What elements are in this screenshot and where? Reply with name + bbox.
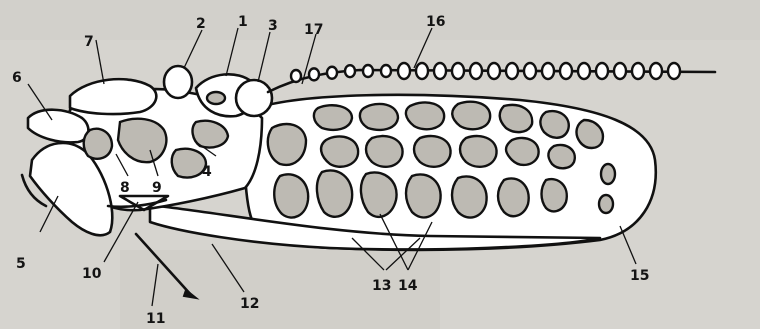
label-7: 7 (84, 34, 94, 50)
bead (452, 63, 464, 79)
label-2: 2 (196, 16, 206, 32)
bead (363, 65, 373, 77)
bead (398, 63, 410, 79)
bead (614, 63, 626, 79)
bead (381, 65, 391, 77)
label-10: 10 (82, 266, 102, 282)
label-6: 6 (12, 70, 22, 86)
label-13: 13 (372, 278, 391, 294)
bead (488, 63, 500, 79)
label-1: 1 (238, 14, 248, 30)
bead (560, 63, 572, 79)
bead (309, 68, 319, 80)
bead (668, 63, 680, 79)
bead (578, 63, 590, 79)
label-11: 11 (146, 311, 165, 327)
bead (650, 63, 662, 79)
bead (506, 63, 518, 79)
bead (416, 63, 428, 79)
label-3: 3 (268, 18, 278, 34)
label-17: 17 (304, 22, 323, 38)
bead (632, 63, 644, 79)
bead (596, 63, 608, 79)
label-9: 9 (152, 180, 162, 196)
label-15: 15 (630, 268, 649, 284)
bead (345, 65, 355, 77)
label-8: 8 (120, 180, 130, 196)
bead (470, 63, 482, 79)
label-14: 14 (398, 278, 418, 294)
bead (291, 70, 301, 82)
label-16: 16 (426, 14, 445, 30)
bead (542, 63, 554, 79)
bead (327, 67, 337, 79)
bead (434, 63, 446, 79)
label-4: 4 (202, 164, 212, 180)
bead (524, 63, 536, 79)
label-12: 12 (240, 296, 259, 312)
label-5: 5 (16, 256, 26, 272)
